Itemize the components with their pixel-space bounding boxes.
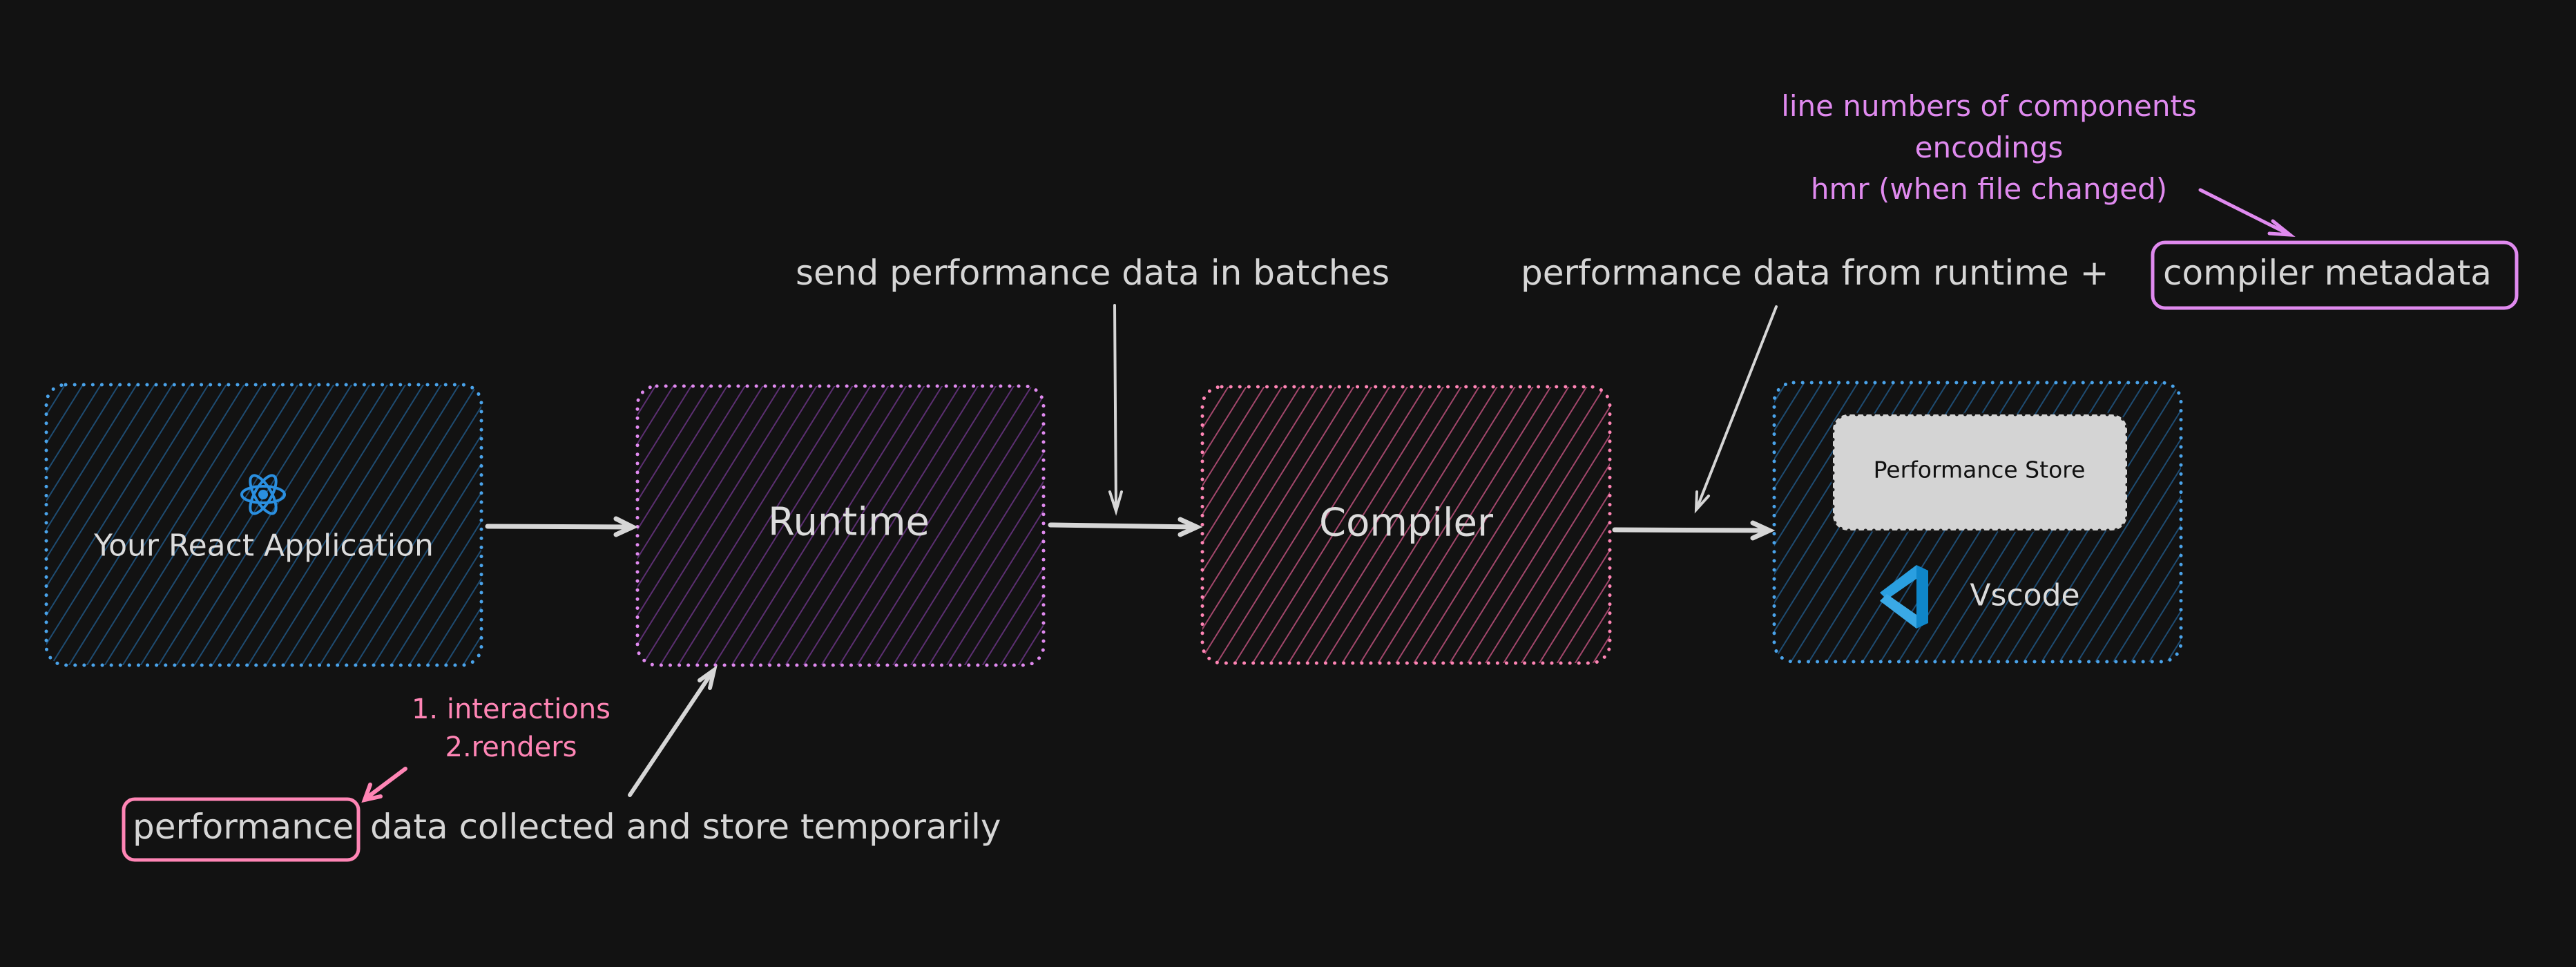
arrow-performance-details: [361, 767, 407, 803]
compiler-box[interactable]: [1200, 385, 1612, 665]
arrow-metadata-annotation: [1694, 305, 1778, 514]
compiler-metadata-highlight: [2151, 240, 2519, 310]
vscode-logo-icon: [1880, 565, 1928, 629]
runtime-plus-prefix: performance data from runtime +: [1521, 253, 2109, 293]
runtime-label: Runtime: [768, 499, 930, 545]
arrow-batches-annotation: [1108, 304, 1123, 516]
performance-store-label: Performance Store: [1873, 456, 2086, 484]
arrow-runtime-to-compiler: [1048, 517, 1203, 537]
performance-store-box[interactable]: [1831, 412, 2129, 533]
react-atom-icon: [240, 474, 286, 515]
arrow-metadata-details: [2198, 188, 2296, 238]
react-app-label: Your React Application: [94, 528, 434, 564]
arrow-collected-annotation: [628, 664, 718, 797]
performance-highlight-text: performance: [133, 807, 354, 847]
compiler-label: Compiler: [1318, 500, 1494, 546]
arrow-react-to-runtime: [485, 516, 639, 537]
performance-highlight: [122, 797, 361, 862]
batches-annotation: send performance data in batches: [796, 253, 1390, 293]
runtime-plus-metadata-annotation: performance data from runtime +: [1521, 253, 2109, 293]
performance-detail-line: 1. interactions: [411, 693, 611, 725]
metadata-detail-line: encodings: [1914, 131, 2064, 164]
compiler-metadata-text: compiler metadata: [2163, 253, 2492, 293]
vscode-label: Vscode: [1970, 577, 2080, 613]
metadata-detail-line: line numbers of components: [1781, 89, 2197, 123]
react-app-box[interactable]: [44, 383, 483, 667]
arrow-compiler-to-vscode: [1612, 520, 1776, 541]
performance-detail-line: 2.renders: [445, 731, 577, 763]
metadata-details-annotation: line numbers of components encodings hmr…: [1768, 86, 2210, 210]
performance-details-annotation: 1. interactions 2.renders: [387, 691, 635, 767]
collected-annotation: data collected and store temporarily: [370, 807, 1001, 847]
runtime-box[interactable]: [635, 384, 1046, 667]
metadata-detail-line: hmr (when file changed): [1810, 172, 2168, 206]
